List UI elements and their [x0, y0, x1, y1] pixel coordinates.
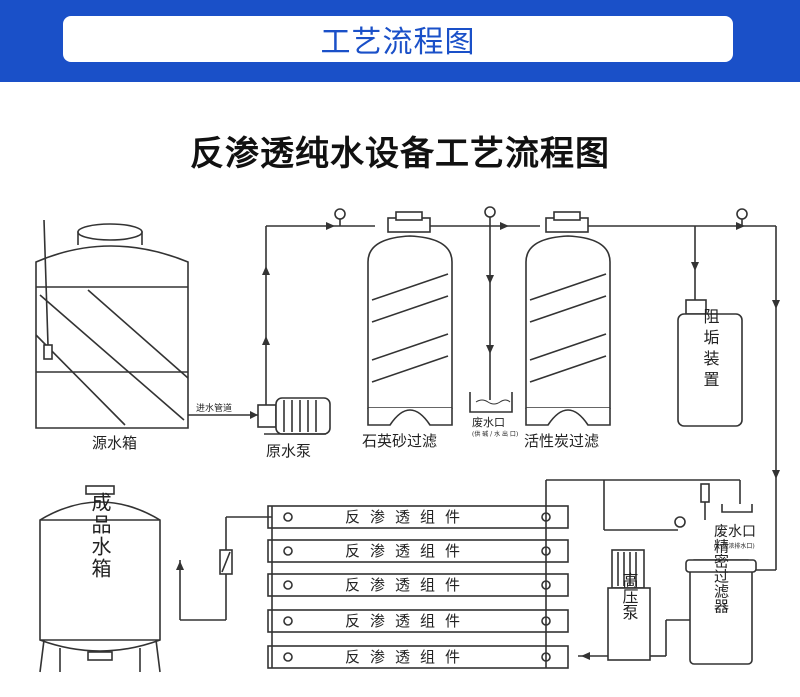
label-precision-filter: 精密过滤器: [712, 539, 730, 614]
ro-module-label: 反渗透组件: [345, 576, 470, 594]
header-band: 工艺流程图: [0, 0, 800, 82]
label-waste-outlet-top: 废水口: [472, 415, 505, 429]
label-inlet-pipe: 进水管道: [196, 402, 232, 414]
header-title: 工艺流程图: [320, 25, 476, 60]
ro-module-label: 反渗透组件: [345, 612, 470, 630]
label-carbon-filter: 活性炭过滤: [524, 432, 599, 450]
scale-inhibitor: [677, 299, 743, 427]
diagram-title: 反渗透纯水设备工艺流程图: [190, 134, 610, 174]
label-source-tank: 源水箱: [92, 434, 137, 452]
label-scale-inhibitor: 阻垢装置: [701, 308, 720, 392]
label-waste-outlet-right: 废水口: [714, 524, 756, 540]
ro-module-label: 反渗透组件: [345, 648, 470, 666]
quartz-sand-filter: [367, 211, 453, 426]
label-waste-outlet-top-note: (供 碱 / 水 出 口): [472, 430, 518, 438]
high-pressure-pump: [607, 549, 651, 661]
label-product-tank: 成品水箱: [88, 492, 112, 580]
precision-filter: [685, 559, 757, 665]
label-quartz-filter: 石英砂过滤: [362, 432, 437, 450]
ro-module-label: 反渗透组件: [345, 542, 470, 560]
product-water-tank: [39, 485, 161, 673]
activated-carbon-filter: [525, 211, 611, 426]
raw-water-pump: [257, 397, 331, 435]
label-hp-pump: 高压泵: [620, 572, 639, 620]
label-waste-outlet-right-note: (一级浓排水口): [714, 542, 755, 550]
header-pill: 工艺流程图: [63, 16, 733, 62]
source-tank: [35, 219, 189, 429]
ro-module-label: 反渗透组件: [345, 508, 470, 526]
label-raw-pump: 原水泵: [266, 442, 311, 460]
